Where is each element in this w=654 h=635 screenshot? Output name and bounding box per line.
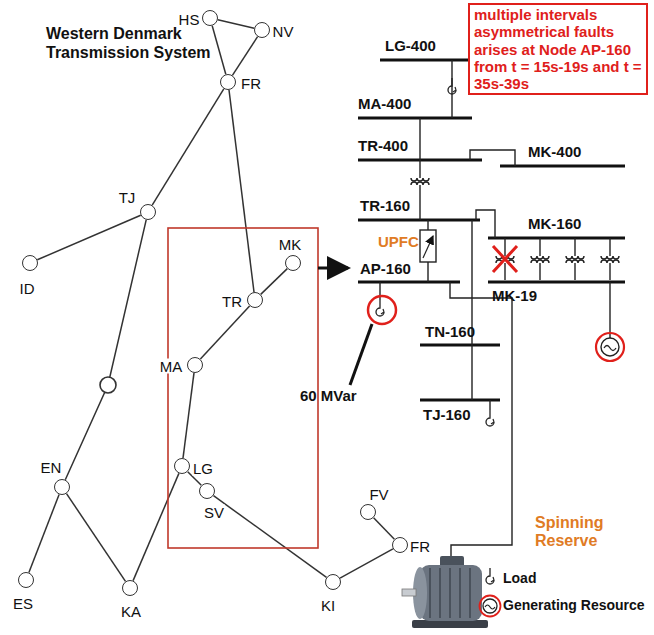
substation-circle: HS xyxy=(202,10,218,26)
substation-circle: ID xyxy=(22,255,38,271)
substation-label: FR xyxy=(409,539,431,554)
substation-circle: ES xyxy=(18,572,34,588)
substation-label: FR xyxy=(240,76,262,91)
substation-circle: LG xyxy=(174,458,190,474)
leader-line xyxy=(350,324,372,385)
substation-label: MA xyxy=(159,359,184,374)
substation-label: MK xyxy=(278,237,303,252)
substation-label: LG xyxy=(192,461,214,476)
substation-label: KI xyxy=(320,598,336,613)
bus-label: AP-160 xyxy=(360,261,411,278)
load-symbol xyxy=(448,78,456,94)
bus-label: LG-400 xyxy=(385,38,436,55)
fault-note-box: multiple intervals asymmetrical faults a… xyxy=(468,3,648,95)
transmission-line xyxy=(65,220,146,480)
substation-circle: TJ xyxy=(140,204,156,220)
bus-label: MK-160 xyxy=(528,216,581,233)
load-symbol xyxy=(376,300,384,316)
substation-label: FV xyxy=(368,487,389,502)
transformer-symbol xyxy=(531,238,549,280)
transmission-line xyxy=(374,518,395,540)
substation-label: SV xyxy=(203,505,225,520)
bus-label: MK-400 xyxy=(528,144,581,161)
generator-symbol xyxy=(601,338,619,356)
legend-generator-symbol xyxy=(483,599,497,613)
transmission-line xyxy=(183,373,194,458)
transmission-line xyxy=(212,26,226,75)
bus-label: TR-400 xyxy=(358,138,408,155)
substation-circle: SV xyxy=(199,483,215,499)
substation-label: ES xyxy=(12,596,34,611)
substation-circle: EN xyxy=(54,479,70,495)
device-label: UPFC xyxy=(378,234,419,251)
transformer-symbol xyxy=(411,160,429,202)
transformer-symbol xyxy=(566,238,584,280)
substation-label: ID xyxy=(19,281,36,296)
transmission-line xyxy=(229,90,254,292)
wires xyxy=(380,60,610,557)
substation-label: TJ xyxy=(118,190,137,205)
transmission-line xyxy=(340,549,393,578)
transmission-line xyxy=(200,306,249,359)
substation-label: EN xyxy=(40,460,63,475)
legend-load-symbol xyxy=(486,568,494,584)
compensation-label: 60 MVar xyxy=(300,388,357,405)
bus-label: TJ-160 xyxy=(423,407,471,424)
substation-circle: MA xyxy=(187,357,203,373)
transmission-line xyxy=(152,89,224,205)
bus-label: MK-19 xyxy=(492,288,537,305)
bus-bars xyxy=(358,60,625,400)
substation-circle: FR xyxy=(220,74,236,90)
legend-text: Load xyxy=(503,571,536,586)
substation-circle: FR xyxy=(392,537,408,553)
load-symbol xyxy=(486,410,494,426)
transmission-line xyxy=(67,494,126,582)
motor-illustration xyxy=(402,556,488,628)
transformer-symbol xyxy=(601,238,619,280)
zoom-arrow xyxy=(318,267,348,270)
substation-label: NV xyxy=(272,24,295,39)
substation-label: TR xyxy=(221,294,243,309)
region-box xyxy=(168,228,318,548)
map-title: Western Denmark Transmission System xyxy=(46,24,221,62)
outage-cross xyxy=(493,246,517,272)
transmission-line xyxy=(133,473,179,580)
substation-circle: NV xyxy=(254,22,270,38)
substation-circle: FV xyxy=(360,504,376,520)
fault-note-text: multiple intervals asymmetrical faults a… xyxy=(474,6,642,92)
unnamed-substation xyxy=(100,377,116,393)
transmission-line xyxy=(232,37,257,76)
highlight-ring xyxy=(368,296,396,324)
transmission-line xyxy=(214,496,327,578)
transmission-line xyxy=(37,215,140,260)
substation-circle: KA xyxy=(122,580,138,596)
substation-circle: KI xyxy=(325,574,341,590)
transmission-line xyxy=(29,495,59,573)
substation-circle: MK xyxy=(285,255,301,271)
substation-circle: TR xyxy=(247,292,263,308)
transmission-line xyxy=(218,20,254,28)
substation-label: HS xyxy=(178,12,201,27)
bus-label: TN-160 xyxy=(425,324,475,341)
bus-label: MA-400 xyxy=(358,96,411,113)
legend-text: Generating Resource xyxy=(503,598,645,613)
upfc-symbol xyxy=(420,230,436,262)
bus-label: TR-160 xyxy=(360,198,410,215)
transmission-line xyxy=(261,269,288,295)
reserve-label: Spinning Reserve xyxy=(535,514,630,549)
substation-label: KA xyxy=(120,604,142,619)
